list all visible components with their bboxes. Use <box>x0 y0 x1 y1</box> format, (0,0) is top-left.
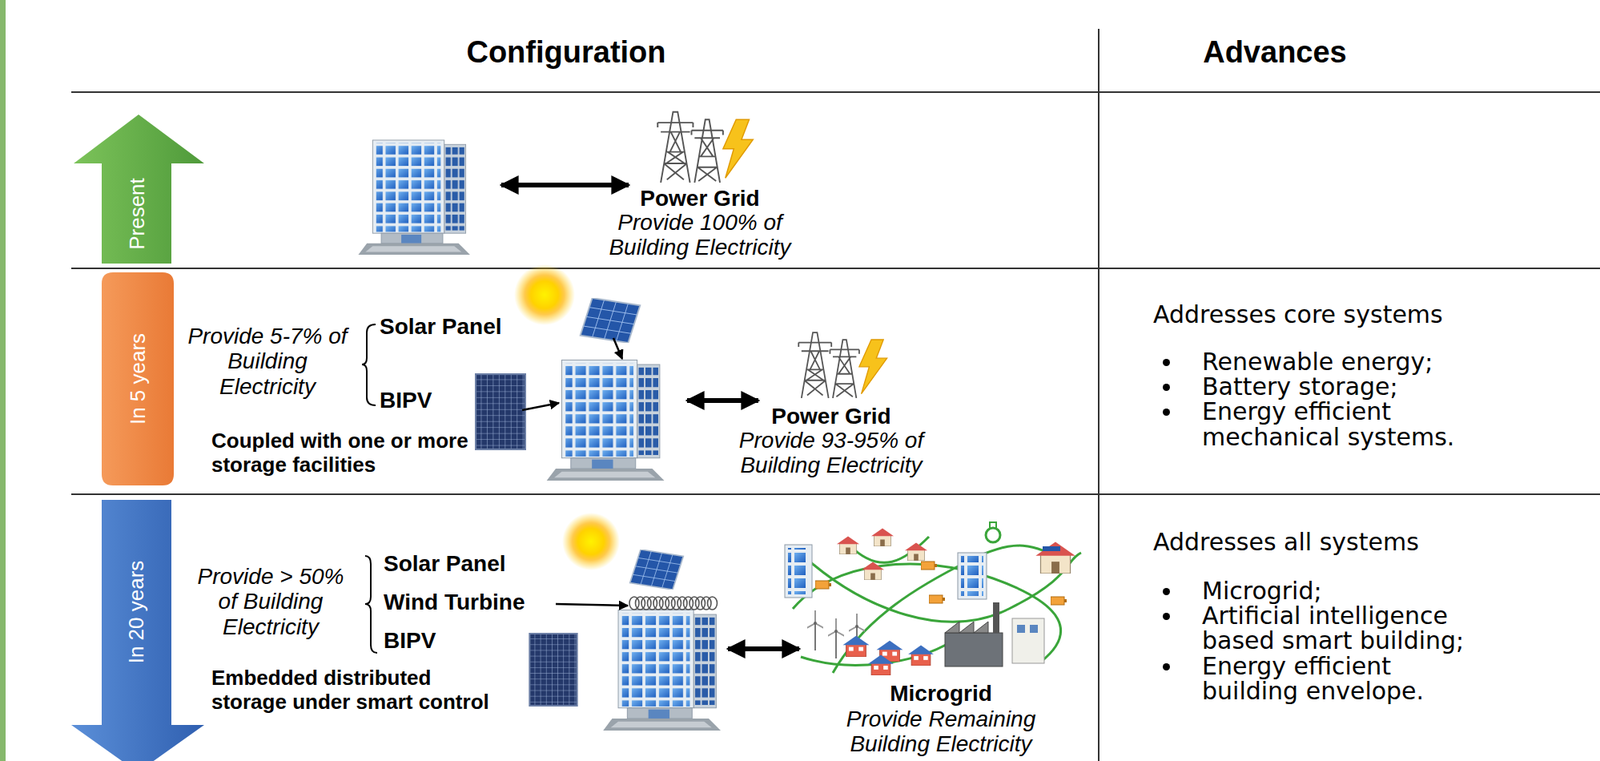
timeline-box: In 5 years <box>101 272 174 486</box>
bullet-list: Renewable energy;Battery storage;Energy … <box>1157 349 1479 450</box>
advance-heading: Addresses core systems <box>1153 301 1444 329</box>
bullet-item: Battery storage; <box>1157 373 1479 399</box>
share-note: Provide 93-95% of Building Electricity <box>711 427 952 479</box>
source-name: Microgrid <box>820 680 1062 706</box>
source-name: Power Grid <box>711 403 952 429</box>
timeline-label: In 5 years <box>125 333 151 425</box>
component-label: Solar Panel <box>383 550 507 576</box>
share-note: Provide Remaining Building Electricity <box>804 706 1078 757</box>
share-note: Provide 5-7% of Building Electricity <box>187 323 348 399</box>
component-label: Wind Turbine <box>383 589 526 615</box>
timeline-arrow: In 20 years <box>71 499 205 761</box>
bullet-item: Microgrid; <box>1157 578 1479 604</box>
column-header: Advances <box>1114 35 1436 70</box>
bullet-item: Energy efficient building envelope. <box>1157 653 1479 704</box>
timeline-arrow: Present <box>73 114 205 264</box>
share-note: Provide > 50% of Building Electricity <box>188 563 354 640</box>
component-label: BIPV <box>383 627 436 653</box>
column-header: Configuration <box>365 35 767 70</box>
timeline-label: In 20 years <box>124 560 149 664</box>
bullet-item: Energy efficient mechanical systems. <box>1157 398 1479 449</box>
advance-heading: Addresses all systems <box>1153 528 1420 556</box>
bullet-item: Renewable energy; <box>1157 349 1479 374</box>
storage-note: Coupled with one or more storage facilit… <box>211 429 502 478</box>
storage-note: Embedded distributed storage under smart… <box>211 666 502 715</box>
bullet-list: Microgrid;Artificial intelligence based … <box>1157 578 1479 704</box>
share-note: Provide 100% of Building Electricity <box>579 209 821 261</box>
timeline-label: Present <box>124 177 150 250</box>
component-label: BIPV <box>379 387 432 413</box>
component-label: Solar Panel <box>379 313 503 339</box>
bullet-item: Artificial intelligence based smart buil… <box>1157 603 1479 653</box>
source-name: Power Grid <box>579 185 821 211</box>
